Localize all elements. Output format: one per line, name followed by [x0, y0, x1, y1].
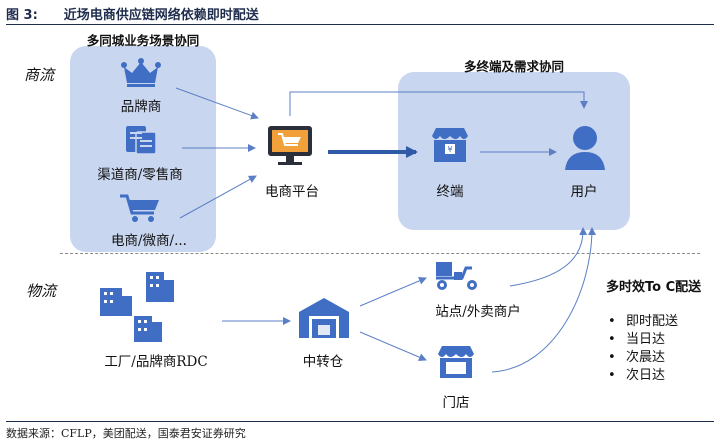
user-label: 用户 [570, 184, 598, 200]
station-to-user-arrow [509, 227, 588, 287]
right-panel-heading: 多终端及需求协同 [463, 59, 565, 74]
commerce-flow-label: 商流 [24, 66, 55, 84]
left-panel-heading: 多同城业务场景协同 [86, 33, 200, 48]
logistics-flow-label: 物流 [26, 282, 57, 300]
figure-title-text: 近场电商供应链网络依赖即时配送 [63, 8, 259, 23]
svg-text:¥: ¥ [447, 145, 452, 154]
monitor-cart-icon [268, 126, 312, 165]
delivery-scooter-icon [436, 262, 477, 290]
delivery-item-text: 次晨达 [626, 350, 666, 365]
brand-label: 品牌商 [120, 99, 162, 115]
user-icon [565, 126, 605, 170]
terminal-label: 终端 [436, 184, 464, 200]
platform-to-user-arrow [289, 91, 588, 116]
warehouse-icon [299, 298, 349, 338]
store-icon [438, 346, 474, 378]
title-rule [6, 24, 714, 25]
figure-title: 图 3: 近场电商供应链网络依赖即时配送 [6, 4, 259, 23]
delivery-item-text: 次日达 [626, 368, 666, 383]
document-icon [126, 126, 157, 155]
ecom-to-platform-arrow [179, 175, 257, 219]
delivery-item-text: 当日达 [626, 332, 666, 347]
delivery-item-text: 即时配送 [626, 314, 679, 329]
brand-to-platform-arrow [175, 87, 259, 120]
channel-label: 渠道商/零售商 [97, 167, 183, 183]
ecom-merchant-label: 电商/微商/... [111, 233, 187, 249]
store-label: 门店 [442, 395, 470, 411]
source-rule [6, 421, 714, 422]
transfer-warehouse-label: 中转仓 [302, 354, 344, 370]
delivery-item: •次晨达 [608, 350, 666, 365]
shopping-cart-icon [120, 194, 159, 222]
transfer-to-station-arrow [359, 277, 427, 307]
section-divider [60, 253, 700, 254]
store-to-user-arrow [491, 227, 596, 373]
crown-icon [121, 58, 161, 87]
factory-label: 工厂/品牌商RDC [104, 354, 208, 370]
transfer-to-store-arrow [359, 331, 427, 361]
platform-label: 电商平台 [265, 184, 319, 200]
storefront-icon: ¥ [432, 128, 468, 162]
factory-buildings-icon [100, 272, 174, 342]
station-label: 站点/外卖商户 [435, 304, 521, 320]
figure-number: 图 3: [6, 8, 38, 23]
delivery-item: •当日达 [608, 332, 666, 347]
delivery-item: •次日达 [608, 368, 666, 383]
delivery-item: •即时配送 [608, 314, 679, 329]
source-note: 数据来源：CFLP，美团配送，国泰君安证券研究 [6, 427, 246, 440]
delivery-heading: 多时效To C配送 [606, 280, 702, 295]
